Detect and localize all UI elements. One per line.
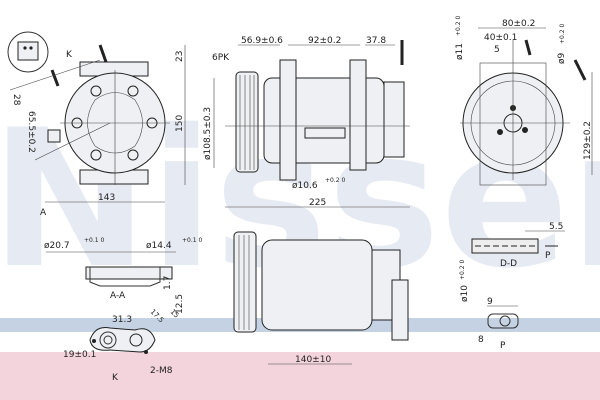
arrow-p-label: P <box>545 251 551 261</box>
thread-2-m8: 2-M8 <box>150 366 173 376</box>
dim-hole-tolerance: +0.2 0 <box>325 177 345 184</box>
dim-d14-4-tol: +0.1 0 <box>182 237 202 244</box>
section-d-d-label: D-D <box>500 259 517 269</box>
dim-40: 40±0.1 <box>484 33 517 43</box>
bottom-side-view <box>233 231 409 365</box>
dim-pulley-diameter: ø108.5±0.3 <box>203 107 213 160</box>
dim-d9: ø9 <box>557 52 567 64</box>
section-a-a-label: A-A <box>110 291 126 301</box>
dim-d11-tol: +0.2 0 <box>455 16 462 36</box>
dim-hole-diameter: ø10.6 <box>292 181 318 191</box>
dim-19: 19±0.1 <box>63 350 96 360</box>
pink-band <box>0 352 600 400</box>
dim-92: 92±0.2 <box>308 36 341 46</box>
view-p-label: P <box>500 341 506 351</box>
section-marker-a: A <box>40 208 47 218</box>
section-a-a-drawing <box>46 251 176 287</box>
dim-1-7: 1.7 <box>163 276 173 290</box>
view-k-label: K <box>112 373 119 383</box>
dim-d14-4: ø14.4 <box>146 241 172 251</box>
dim-d20-7-tol: +0.1 0 <box>84 237 104 244</box>
dim-8: 8 <box>478 335 484 345</box>
dim-65: 65.5±0.2 <box>26 111 36 153</box>
dim-143: 143 <box>98 193 115 203</box>
dim-37-8: 37.8 <box>366 36 386 46</box>
dim-80: 80±0.2 <box>502 19 535 29</box>
section-d-d-drawing <box>471 230 565 254</box>
front-view <box>7 31 186 203</box>
dim-129: 129±0.2 <box>583 121 593 160</box>
dim-9: 9 <box>487 297 493 307</box>
connector-label: K <box>66 50 73 60</box>
dim-d20-7: ø20.7 <box>44 241 70 251</box>
dim-56-9: 56.9±0.6 <box>241 36 283 46</box>
dim-225: 225 <box>309 198 326 208</box>
dim-d9-tol: +0.2 0 <box>559 24 566 44</box>
view-k-drawing <box>89 327 156 354</box>
view-p-drawing <box>487 305 519 329</box>
dim-28: 28 <box>11 94 21 106</box>
rear-view <box>460 27 593 186</box>
dim-140: 140±10 <box>295 355 331 365</box>
dim-5-5: 5.5 <box>549 222 563 232</box>
side-view <box>213 40 410 208</box>
dim-31-3: 31.3 <box>112 315 132 325</box>
dim-d11: ø11 <box>455 43 465 60</box>
dim-12-5: 12.5 <box>175 294 185 314</box>
dim-15: 15 <box>169 308 181 320</box>
pulley-label-6pk: 6PK <box>212 53 230 63</box>
dim-5: 5 <box>494 45 500 55</box>
dim-150: 150 <box>175 115 185 132</box>
dim-d10-tol: +0.2 0 <box>459 260 466 280</box>
dim-23: 23 <box>175 51 185 62</box>
dim-d10: ø10 <box>460 285 470 302</box>
